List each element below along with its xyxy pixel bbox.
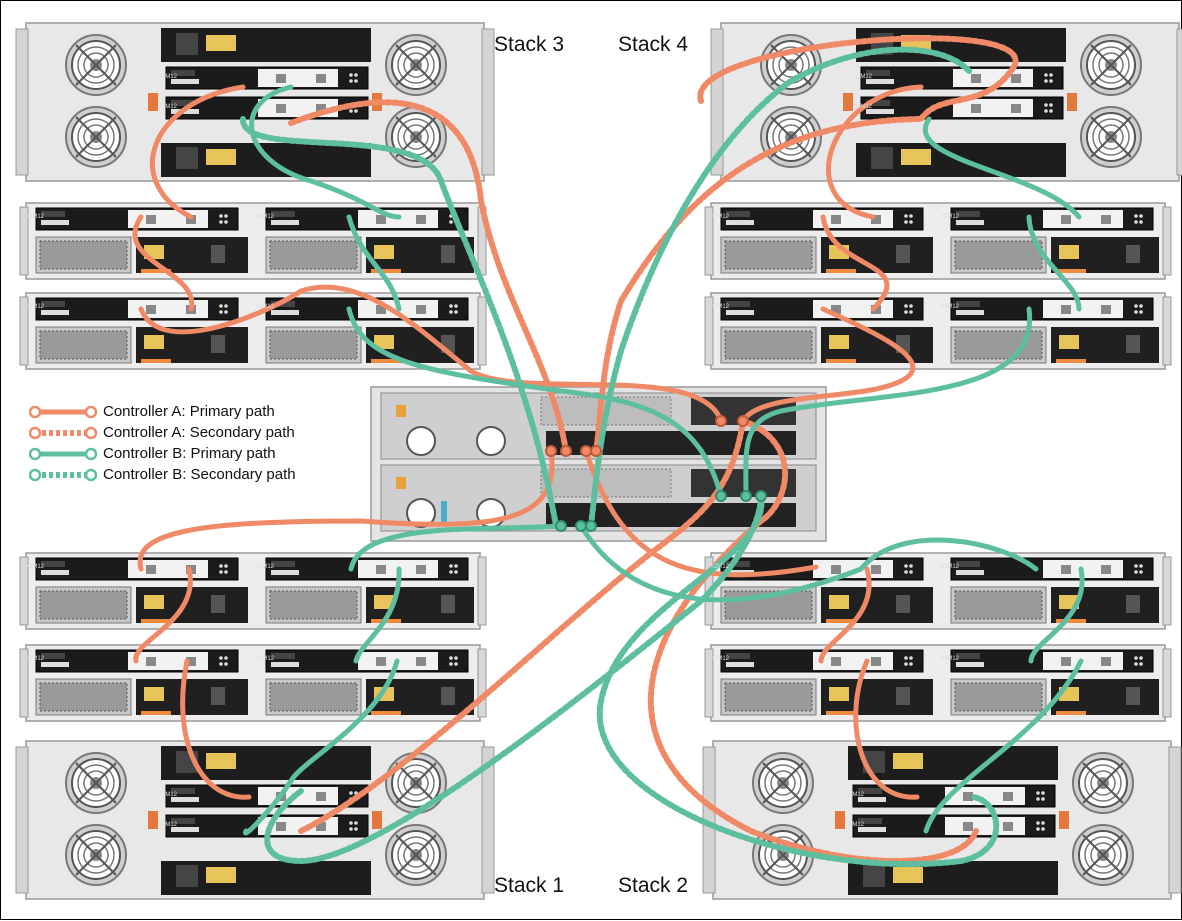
stack-1-label: Stack 1 — [494, 874, 564, 898]
stack3-shelf-2u-a — [20, 203, 486, 279]
iom-module-label: IOM12 — [159, 792, 178, 798]
iom-module-label: IOM12 — [159, 104, 178, 110]
stack2-shelf-2u-b — [705, 645, 1171, 721]
stack1-shelf-4u — [16, 741, 494, 899]
legend-item-controller-a-primary: Controller A: Primary path — [29, 401, 296, 422]
legend-swatch-b-secondary — [29, 468, 97, 482]
stack-3-label: Stack 3 — [494, 33, 564, 57]
iom-module-label: IOM12 — [26, 564, 45, 570]
legend-label: Controller B: Primary path — [103, 445, 276, 462]
iom-module-label: IOM12 — [846, 822, 865, 828]
iom-module-label: IOM12 — [941, 656, 960, 662]
iom-module-label: IOM12 — [256, 214, 275, 220]
legend-item-controller-b-secondary: Controller B: Secondary path — [29, 464, 296, 485]
legend-item-controller-a-secondary: Controller A: Secondary path — [29, 422, 296, 443]
stack-4-label: Stack 4 — [618, 33, 688, 57]
stack2-shelf-2u-a — [705, 553, 1171, 629]
stack4-shelf-2u-a — [705, 203, 1171, 279]
iom-module-label: IOM12 — [26, 214, 45, 220]
iom-module-label: IOM12 — [256, 564, 275, 570]
legend-label: Controller A: Primary path — [103, 403, 275, 420]
iom-module-label: IOM12 — [941, 304, 960, 310]
iom-module-label: IOM12 — [846, 792, 865, 798]
iom-module-label: IOM12 — [854, 104, 873, 110]
iom-module-label: IOM12 — [854, 74, 873, 80]
stack1-shelf-2u-b — [20, 645, 486, 721]
legend-label: Controller B: Secondary path — [103, 466, 296, 483]
iom-module-label: IOM12 — [26, 656, 45, 662]
stack-2-label: Stack 2 — [618, 874, 688, 898]
iom-module-label: IOM12 — [256, 304, 275, 310]
iom-module-label: IOM12 — [159, 74, 178, 80]
legend: Controller A: Primary path Controller A:… — [29, 401, 296, 485]
legend-item-controller-b-primary: Controller B: Primary path — [29, 443, 296, 464]
legend-swatch-a-primary — [29, 405, 97, 419]
iom-module-label: IOM12 — [711, 304, 730, 310]
iom-module-label: IOM12 — [941, 214, 960, 220]
stack2-shelf-4u — [703, 741, 1181, 899]
iom-module-label: IOM12 — [711, 214, 730, 220]
iom-module-label: IOM12 — [256, 656, 275, 662]
iom-module-label: IOM12 — [711, 564, 730, 570]
iom-module-label: IOM12 — [159, 822, 178, 828]
legend-swatch-a-secondary — [29, 426, 97, 440]
legend-swatch-b-primary — [29, 447, 97, 461]
legend-label: Controller A: Secondary path — [103, 424, 295, 441]
iom-module-label: IOM12 — [941, 564, 960, 570]
iom-module-label: IOM12 — [711, 656, 730, 662]
stack3-shelf-2u-b — [20, 293, 486, 369]
stack1-shelf-2u-a — [20, 553, 486, 629]
stack4-shelf-2u-b — [705, 293, 1171, 369]
iom-module-label: IOM12 — [26, 304, 45, 310]
